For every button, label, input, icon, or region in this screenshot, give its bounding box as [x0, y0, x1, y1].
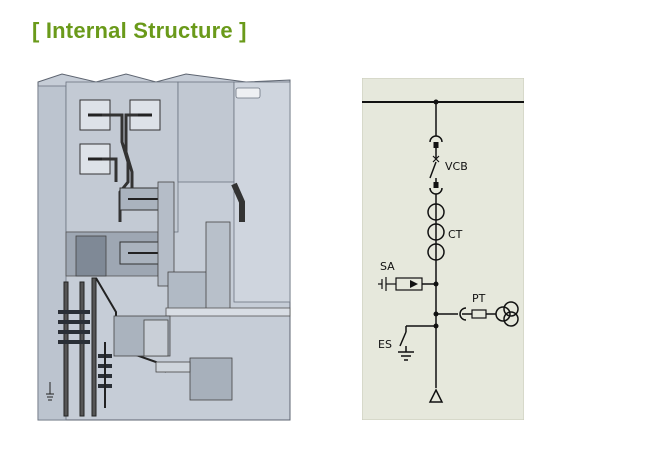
cable-termination-icon	[428, 388, 444, 403]
upper-contact-icon	[429, 135, 443, 143]
pt-label: PT	[472, 292, 486, 305]
vcb-label: VCB	[445, 160, 468, 173]
es-switch-icon	[399, 331, 407, 347]
ground-icon	[398, 351, 414, 361]
es-label: ES	[378, 338, 392, 351]
sa-label: SA	[380, 260, 395, 273]
single-line-diagram: VCB CT SA PT ES	[362, 78, 524, 420]
ct-label: CT	[448, 228, 463, 241]
vcb-icon	[432, 155, 440, 163]
pt-transformer-icon	[495, 301, 519, 327]
switchgear-cross-section-illustration	[37, 73, 291, 421]
page-title: [ Internal Structure ]	[32, 18, 247, 43]
